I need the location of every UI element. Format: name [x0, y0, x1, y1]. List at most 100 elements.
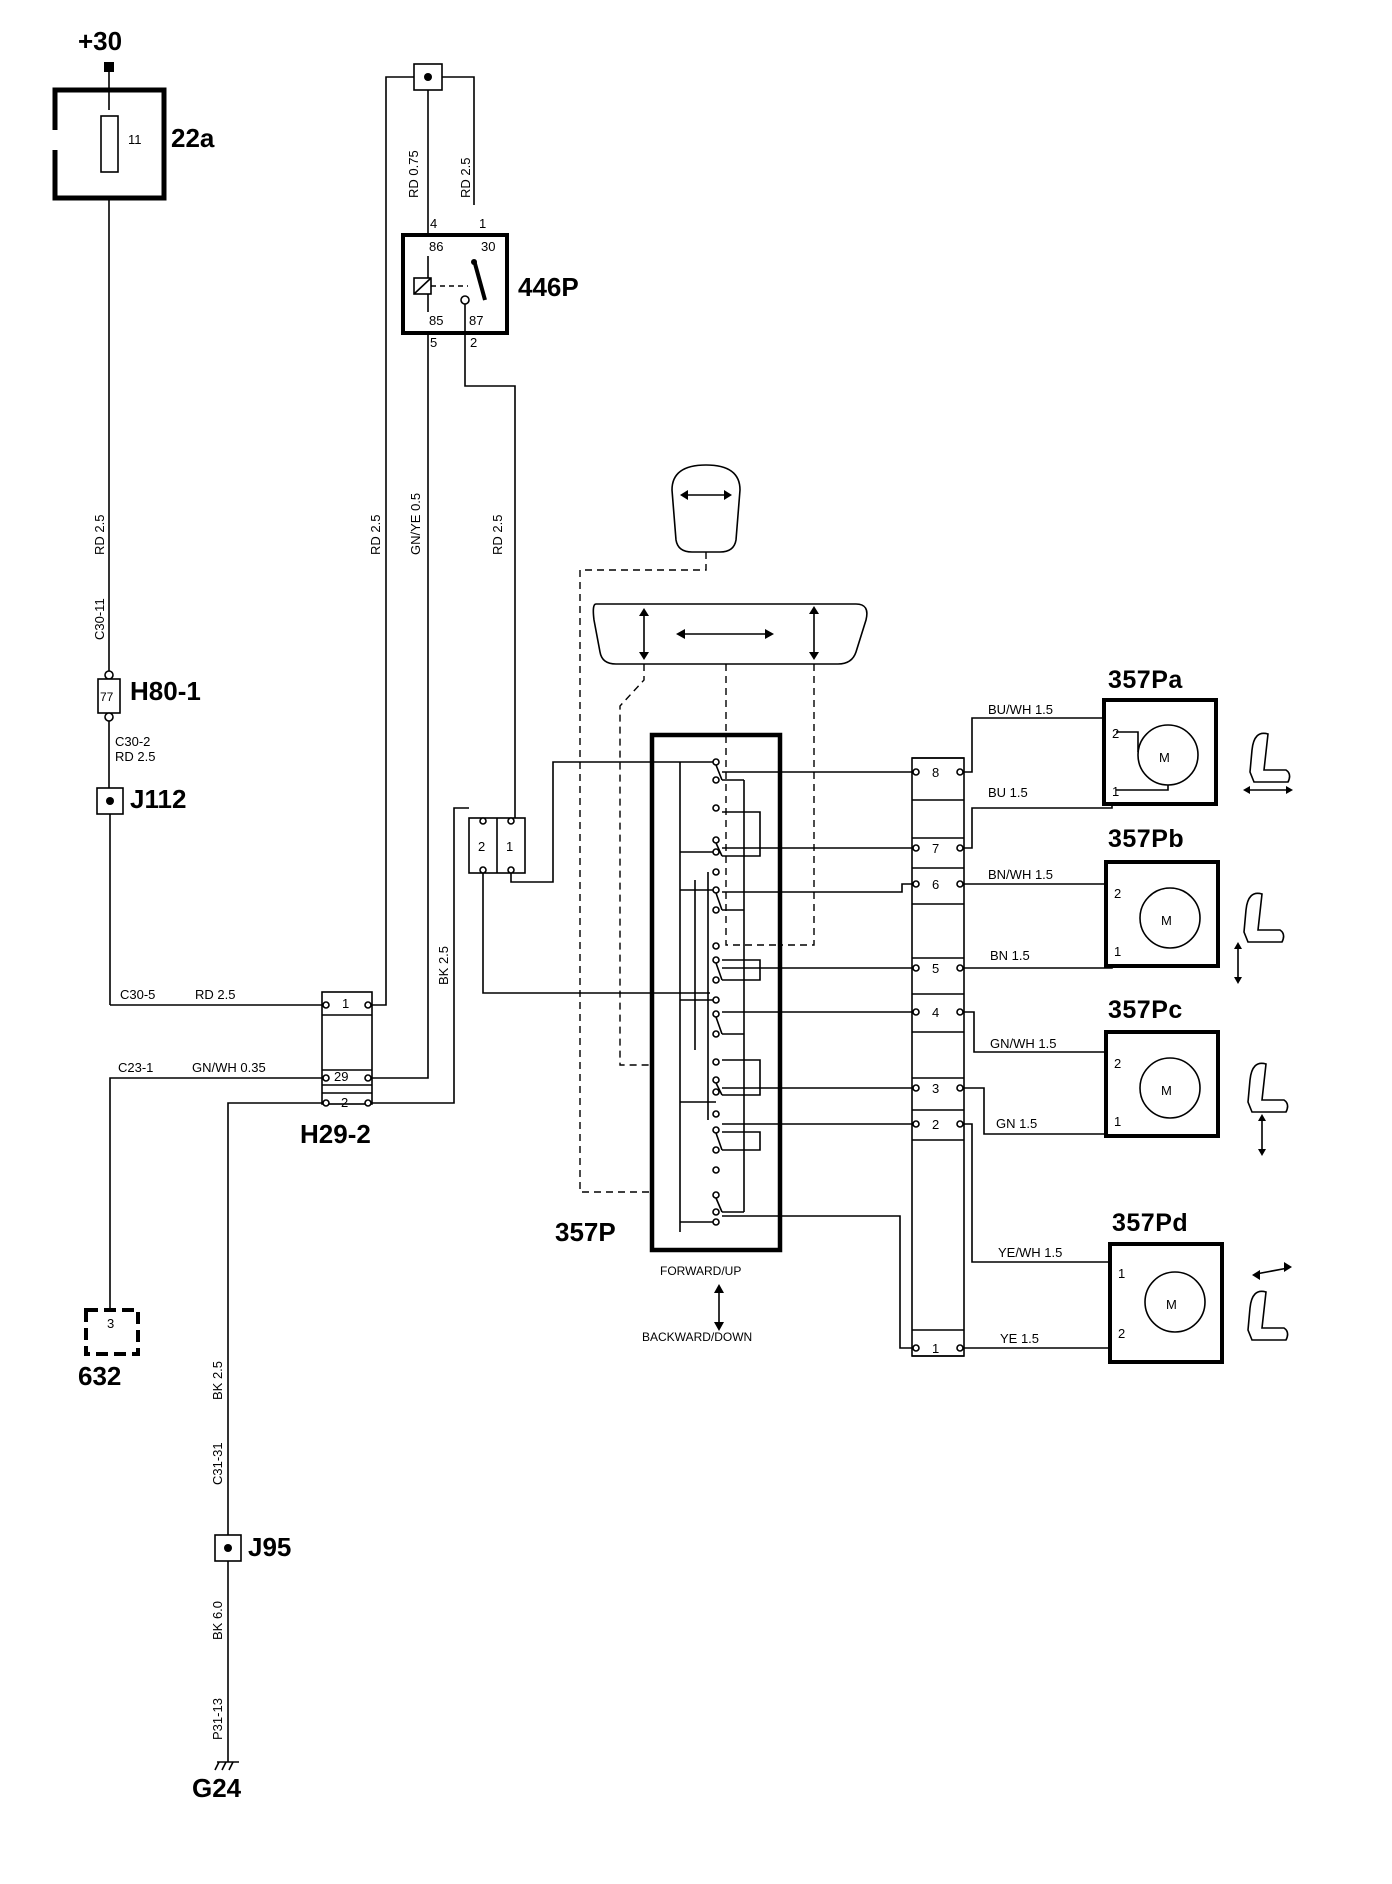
relay-pin-30: 30: [481, 239, 495, 254]
motor-pin-top: 2: [1114, 1056, 1121, 1071]
motor-m: M: [1166, 1297, 1177, 1312]
connector-terminal: [956, 844, 964, 852]
wire-label-rd25-fuse: RD 2.5: [92, 515, 107, 555]
switch-357p: 357P FORWARD/UP BACKWARD/DOWN: [555, 732, 783, 1344]
motor-wire-top: GN/WH 1.5: [990, 1036, 1056, 1051]
seat-icon: [1247, 1262, 1292, 1341]
ground-g24: G24: [192, 1761, 242, 1803]
wire-label-rd25-top: RD 2.5: [458, 158, 473, 198]
knob-icon: [671, 464, 741, 553]
switch-conn-pin-1: 1: [506, 839, 513, 854]
switch-label: 357P: [555, 1217, 616, 1247]
motor-357pa: 357Pa BU/WH 1.5 BU 1.5 M 2 1: [964, 666, 1218, 849]
switch-conn-pin-2: 2: [478, 839, 485, 854]
connector-terminal: [956, 964, 964, 972]
h80-label: H80-1: [130, 676, 201, 706]
supply-terminal: +30: [78, 26, 122, 110]
connector-terminal: [956, 880, 964, 888]
seat-icon: [1243, 732, 1293, 794]
wire-label-rd25-a: RD 2.5: [368, 515, 383, 555]
motor-conn-pin-4: 4: [932, 1005, 939, 1020]
connector-terminal: [956, 1120, 964, 1128]
j95-label: J95: [248, 1532, 291, 1562]
relay-pin-87: 87: [469, 313, 483, 328]
relay-pin-86: 86: [429, 239, 443, 254]
wire-label-gnwh035: GN/WH 0.35: [192, 1060, 266, 1075]
motor-conn-pin-3: 3: [932, 1081, 939, 1096]
wire-label-bk25-b: BK 2.5: [210, 1361, 225, 1400]
connector-terminal: [912, 1344, 920, 1352]
j112-label: J112: [130, 784, 186, 814]
ground-label: G24: [192, 1773, 242, 1803]
motor-pin-bottom: 1: [1112, 784, 1119, 799]
connector-632: 3 632: [78, 1308, 140, 1391]
relay-pin-num-5: 5: [430, 335, 437, 350]
c632-pin: 3: [107, 1316, 114, 1331]
motor-wire-bottom: BU 1.5: [988, 785, 1028, 800]
connector-h80-1: 77 H80-1: [97, 670, 201, 722]
relay-label: 446P: [518, 272, 579, 302]
motor-m: M: [1159, 750, 1170, 765]
motor-m: M: [1161, 1083, 1172, 1098]
wire-label-rd25-h80: RD 2.5: [115, 749, 155, 764]
connector-terminal: [956, 1008, 964, 1016]
motor-wire-top: BU/WH 1.5: [988, 702, 1053, 717]
seat-switch-panel: [592, 603, 868, 665]
wire-label-rd075: RD 0.75: [406, 150, 421, 198]
splice-j112: J112: [96, 784, 186, 815]
motor-label: 357Pc: [1108, 996, 1183, 1024]
fuse-22a: 11 22a: [51, 87, 215, 201]
motor-pin-bottom: 1: [1114, 1114, 1121, 1129]
motor-m: M: [1161, 913, 1172, 928]
motor-wire-bottom: YE 1.5: [1000, 1331, 1039, 1346]
wire-label-rd25-b: RD 2.5: [490, 515, 505, 555]
h29-label: H29-2: [300, 1119, 371, 1149]
supply-label: +30: [78, 26, 122, 56]
motor-conn-pin-2: 2: [932, 1117, 939, 1132]
motor-conn-pin-7: 7: [932, 841, 939, 856]
connector-terminal: [912, 964, 920, 972]
wire-label-c30-2: C30-2: [115, 734, 150, 749]
motor-label: 357Pd: [1112, 1209, 1188, 1237]
motor-conn-pin-6: 6: [932, 877, 939, 892]
connector-switch: 2 1: [468, 817, 526, 874]
motor-wire-top: BN/WH 1.5: [988, 867, 1053, 882]
h29-pin-1: 1: [342, 996, 349, 1011]
connector-h29-2: 1 29 2 H29-2: [300, 991, 373, 1149]
connector-motor: 8 7 6 5 4 3 2 1: [911, 757, 965, 1357]
fuse-number: 11: [128, 132, 142, 147]
relay-pin-num-1: 1: [479, 216, 486, 231]
wire-label-c30-11: C30-11: [92, 598, 107, 640]
wire-label-rd25-h29: RD 2.5: [195, 987, 235, 1002]
forward-label: FORWARD/UP: [660, 1264, 741, 1278]
motor-conn-pin-1: 1: [932, 1341, 939, 1356]
h80-pin: 77: [100, 690, 114, 704]
motor-357pb: 357Pb BN/WH 1.5 BN 1.5 M 2 1: [964, 825, 1220, 969]
connector-terminal: [912, 1008, 920, 1016]
motor-conn-pin-8: 8: [932, 765, 939, 780]
motor-pin-bottom: 2: [1118, 1326, 1125, 1341]
connector-terminal: [956, 768, 964, 776]
motor-label: 357Pa: [1108, 666, 1183, 694]
h29-pin-2: 2: [341, 1095, 348, 1110]
wire-label-gnye: GN/YE 0.5: [408, 493, 423, 555]
relay-446p: 4 1 86 30 85 87 446P 5 2: [401, 216, 579, 350]
connector-terminal: [912, 1084, 920, 1092]
seat-icon: [1234, 892, 1285, 984]
wire-label-p31-13: P31-13: [210, 1698, 225, 1740]
connector-terminal: [956, 1344, 964, 1352]
connector-terminal: [912, 844, 920, 852]
motor-label: 357Pb: [1108, 825, 1184, 853]
relay-pin-num-2: 2: [470, 335, 477, 350]
relay-pin-85: 85: [429, 313, 443, 328]
backward-label: BACKWARD/DOWN: [642, 1330, 752, 1344]
c632-label: 632: [78, 1361, 121, 1391]
h29-pin-29: 29: [334, 1069, 348, 1084]
wire-label-c31-31: C31-31: [210, 1442, 225, 1485]
connector-terminal: [956, 1084, 964, 1092]
motor-wire-top: YE/WH 1.5: [998, 1245, 1062, 1260]
relay-pin-num-4: 4: [430, 216, 437, 231]
wire-label-c30-5: C30-5: [120, 987, 155, 1002]
motor-357pc: 357Pc GN/WH 1.5 GN 1.5 M 2 1: [964, 996, 1220, 1138]
wire-label-bk25-a: BK 2.5: [436, 946, 451, 985]
